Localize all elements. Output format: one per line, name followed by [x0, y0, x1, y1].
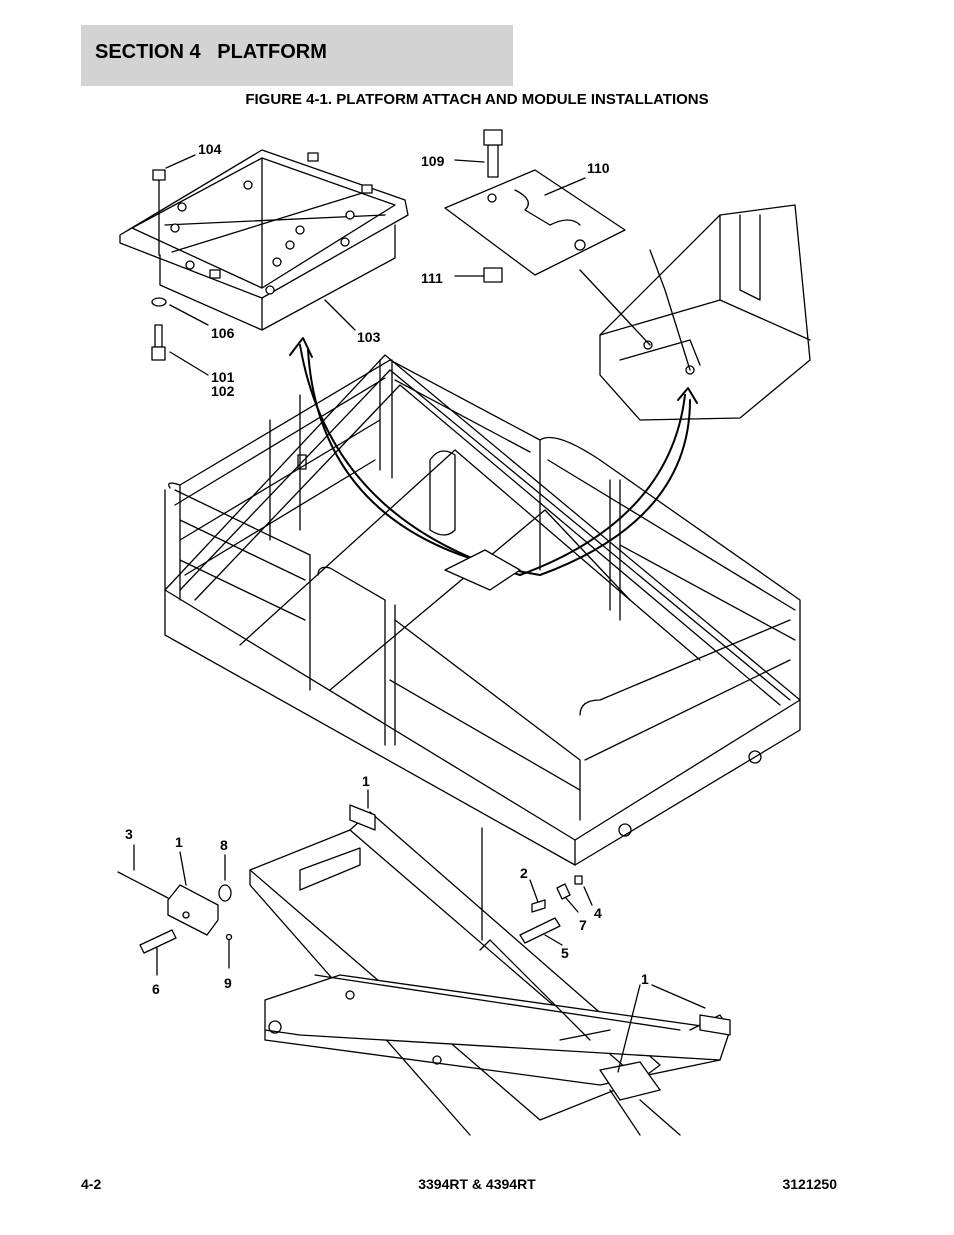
callout-101: 101 [211, 369, 235, 385]
callout-1-top: 1 [362, 773, 370, 789]
section-header-bar: SECTION 4 PLATFORM [81, 25, 513, 86]
callout-9: 9 [224, 975, 232, 991]
callout-1-right: 1 [641, 971, 649, 987]
detail-inset [579, 204, 811, 421]
document-number: 3121250 [782, 1176, 837, 1192]
callout-104: 104 [198, 141, 222, 157]
callout-7: 7 [579, 917, 587, 933]
platform-guardrails [164, 359, 801, 821]
callout-103: 103 [357, 329, 381, 345]
module-box [119, 149, 409, 331]
callout-3: 3 [125, 826, 133, 842]
callout-2: 2 [520, 865, 528, 881]
model-names: 3394RT & 4394RT [418, 1176, 536, 1192]
attach-plate-assembly [444, 129, 626, 283]
platform-deck [164, 354, 801, 866]
callout-106: 106 [211, 325, 235, 341]
callout-1-left: 1 [175, 834, 183, 850]
callout-102: 102 [211, 383, 235, 399]
callout-labels: 104 106 101 102 103 109 110 111 1 3 1 8 … [125, 141, 649, 997]
module-hardware-stack [151, 154, 356, 376]
scissor-arms [249, 811, 731, 1136]
callout-110: 110 [587, 160, 610, 176]
callout-109: 109 [421, 153, 445, 169]
callout-8: 8 [220, 837, 228, 853]
section-title: SECTION 4 PLATFORM [95, 41, 327, 63]
page-number: 4-2 [81, 1176, 102, 1192]
figure-title: FIGURE 4-1. PLATFORM ATTACH AND MODULE I… [245, 91, 709, 108]
callout-111: 111 [421, 270, 443, 286]
callout-5: 5 [561, 945, 569, 961]
callout-6: 6 [152, 981, 160, 997]
pivot-hardware [117, 789, 731, 1073]
callout-4: 4 [594, 905, 602, 921]
